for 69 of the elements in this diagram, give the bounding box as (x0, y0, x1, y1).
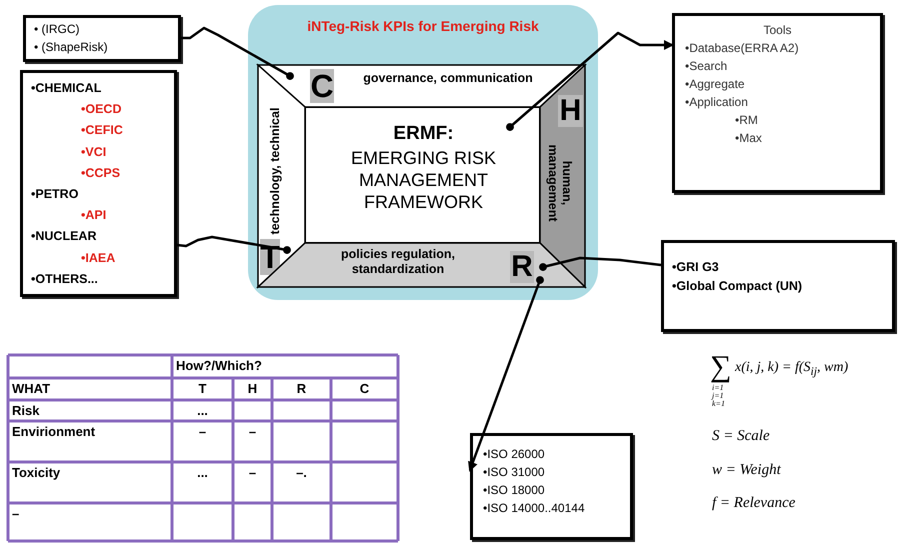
category-text: technology, technical (269, 106, 283, 236)
formula: S = Scale (712, 428, 770, 445)
list-box (20, 70, 177, 297)
category-letter: C (310, 69, 334, 103)
list-item: •Global Compact (UN) (672, 280, 802, 294)
list-item: •ISO 18000 (483, 484, 545, 498)
table-header: How?/Which? (176, 358, 262, 373)
formula: f = Relevance (712, 495, 796, 512)
list-item: •Database(ERRA A2) (685, 42, 799, 56)
formula-limit: i=1 j=1 k=1 (712, 384, 726, 408)
table-text: – (12, 506, 20, 521)
framework-heading: ERMF: (392, 124, 455, 143)
category-text: human, management (545, 143, 573, 224)
list-item: •NUCLEAR (31, 230, 96, 244)
table-text: Toxicity (12, 465, 60, 480)
list-item: • (ShapeRisk) (34, 41, 108, 54)
table-text: ... (196, 403, 209, 418)
formula: w = Weight (712, 462, 781, 479)
table-header: R (296, 381, 308, 396)
list-item: •IAEA (81, 252, 116, 266)
table-text: Risk (12, 403, 40, 418)
leader-line (181, 26, 294, 80)
list-item: •PETRO (31, 188, 78, 202)
list-box (23, 15, 181, 62)
table-header: T (198, 381, 208, 396)
list-item: •GRI G3 (672, 261, 719, 275)
list-item: •ISO 26000 (483, 448, 545, 462)
table-text: – (198, 424, 208, 439)
table-header: H (246, 381, 258, 396)
list-item: •Aggregate (685, 78, 745, 92)
list-box (672, 13, 883, 193)
framework-name: EMERGING RISK MANAGEMENT FRAMEWORK (350, 148, 498, 214)
table-text: ... (196, 465, 209, 480)
list-item: •Application (685, 96, 748, 110)
list-item: •OTHERS... (31, 272, 98, 287)
list-item: •Search (685, 60, 728, 74)
list-box (470, 433, 633, 540)
leader-line (468, 276, 544, 472)
panel-title: iNTeg-Risk KPIs for Emerging Risk (306, 19, 540, 33)
list-item: Tools (762, 24, 792, 38)
table-header: C (358, 381, 370, 396)
list-item: • (IRGC) (34, 23, 80, 36)
list-item: •Max (735, 132, 762, 146)
table-text: – (248, 465, 258, 480)
framework-panel (248, 5, 598, 300)
leader-line (506, 32, 674, 131)
category-letter: H (558, 95, 583, 127)
list-item: •CEFIC (81, 124, 123, 138)
list-item: •OECD (81, 103, 122, 117)
list-item: •CHEMICAL (31, 82, 102, 96)
table-text: –. (295, 465, 308, 480)
list-item: •CCPS (81, 166, 120, 181)
list-item: •RM (735, 114, 758, 128)
table-header: WHAT (12, 381, 50, 396)
table-text: – (248, 424, 258, 439)
category-letter: R (510, 251, 534, 283)
leader-line (539, 256, 662, 271)
sum-symbol: ∑ (710, 350, 732, 384)
list-item: •API (81, 209, 106, 223)
table-text: Envirionment (12, 424, 96, 439)
formula: x(i, j, k) = f(S$_{ij}$, wm) (735, 360, 848, 378)
category-text: governance, communication (362, 71, 534, 86)
category-text: policies regulation, standardization (340, 247, 456, 277)
list-box (661, 240, 895, 332)
list-item: •VCI (81, 146, 106, 160)
list-item: •ISO 14000..40144 (483, 502, 585, 516)
list-item: •ISO 31000 (483, 466, 545, 480)
framework-band (258, 243, 585, 287)
leader-line (176, 236, 291, 254)
